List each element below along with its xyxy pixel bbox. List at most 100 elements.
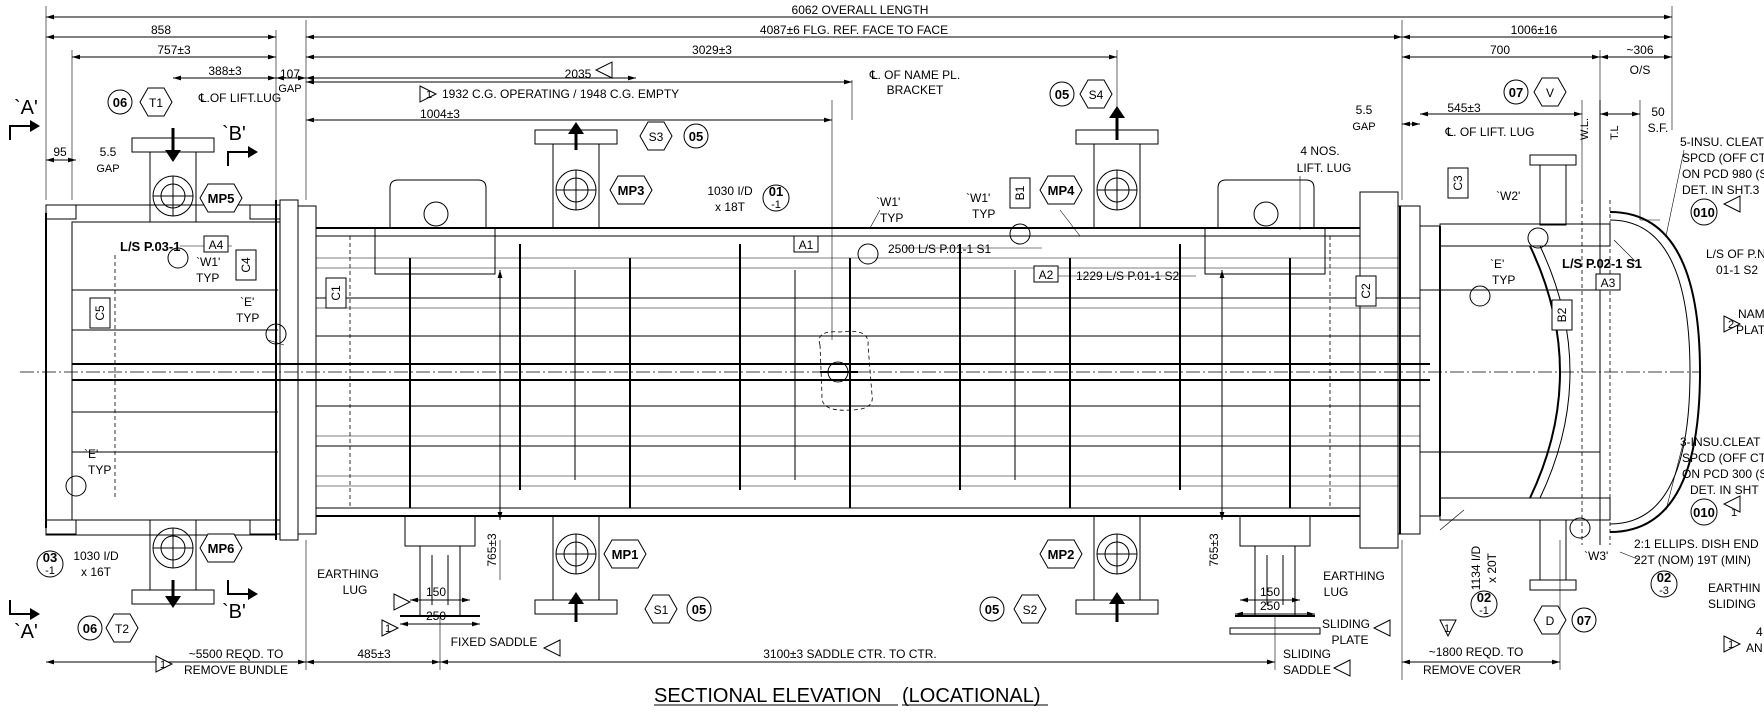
weld-labels: `W1' TYP `W1' TYP `W1' TYP `E' TYP `E' T… — [84, 189, 1608, 563]
svg-text:`W2': `W2' — [1496, 189, 1520, 203]
svg-text:545±3: 545±3 — [1447, 101, 1481, 115]
nozzle-D[interactable] — [1529, 519, 1577, 591]
svg-text:DET. IN SHT.3: DET. IN SHT.3 — [1682, 183, 1760, 197]
svg-text:388±3: 388±3 — [208, 64, 242, 78]
svg-text:MP5: MP5 — [208, 191, 235, 206]
svg-text:MP4: MP4 — [1048, 183, 1076, 198]
svg-text:`B': `B' — [222, 123, 246, 145]
svg-text:W.L.: W.L. — [1579, 118, 1591, 140]
svg-text:5.5: 5.5 — [100, 145, 117, 159]
svg-text:05: 05 — [692, 602, 706, 617]
svg-text:1: 1 — [160, 659, 166, 671]
svg-text:3100±3 SADDLE CTR. TO CTR.: 3100±3 SADDLE CTR. TO CTR. — [763, 647, 937, 661]
svg-text:SLIDING: SLIDING — [1283, 647, 1331, 661]
svg-text:01: 01 — [769, 184, 783, 199]
svg-text:06: 06 — [113, 95, 127, 110]
svg-text:4: 4 — [1756, 625, 1763, 639]
svg-text:150: 150 — [426, 585, 446, 599]
tag-C2: C2 — [1355, 275, 1377, 307]
svg-text:5-INSU. CLEAT: 5-INSU. CLEAT — [1680, 135, 1764, 149]
svg-text:-1: -1 — [45, 565, 55, 577]
svg-text:GAP: GAP — [278, 83, 301, 95]
svg-text:2500 L/S P.01-1 S1: 2500 L/S P.01-1 S1 — [888, 242, 992, 256]
svg-text:1: 1 — [1728, 639, 1734, 651]
svg-text:C3: C3 — [1451, 175, 1465, 191]
nozzle-tag-V: V — [1533, 77, 1567, 107]
svg-text:150: 150 — [1260, 585, 1280, 599]
svg-text:L/S P.03-1: L/S P.03-1 — [120, 239, 180, 254]
svg-text:250: 250 — [426, 609, 446, 623]
svg-text:MP2: MP2 — [1048, 547, 1075, 562]
nozzle-tag-T2: T2 — [105, 613, 139, 643]
svg-text:NAM: NAM — [1738, 307, 1764, 321]
baffles — [409, 244, 1291, 508]
svg-text:S1: S1 — [654, 603, 669, 617]
svg-text:858: 858 — [151, 23, 171, 37]
svg-text:C1: C1 — [329, 285, 343, 301]
svg-text:DET. IN SHT: DET. IN SHT — [1690, 483, 1759, 497]
svg-text:3029±3: 3029±3 — [692, 43, 732, 57]
drawing-title: SECTIONAL ELEVATION (LOCATIONAL) — [654, 685, 1048, 707]
svg-text:MP1: MP1 — [612, 547, 639, 562]
svg-text:A4: A4 — [209, 238, 224, 252]
svg-text:LUG: LUG — [343, 583, 368, 597]
svg-text:C4: C4 — [239, 257, 253, 273]
svg-text:TYP: TYP — [196, 271, 219, 285]
svg-text:MP3: MP3 — [618, 183, 645, 198]
svg-text:02: 02 — [1477, 590, 1491, 605]
tag-C5: C5 — [89, 297, 111, 329]
svg-text:EARTHIN: EARTHIN — [1708, 581, 1760, 595]
manhole-tag-MP5: MP5 — [199, 183, 243, 213]
svg-text:x 16T: x 16T — [81, 565, 112, 579]
svg-text:SLIDING: SLIDING — [1322, 617, 1370, 631]
svg-text:1004±3: 1004±3 — [420, 107, 460, 121]
dimension-lines — [45, 6, 1673, 680]
svg-text:EARTHING: EARTHING — [317, 567, 379, 581]
svg-text:`A': `A' — [14, 97, 38, 119]
nozzle-S4[interactable] — [1075, 129, 1159, 229]
svg-text:LIFT. LUG: LIFT. LUG — [1297, 161, 1352, 175]
svg-text:2:1 ELLIPS. DISH END: 2:1 ELLIPS. DISH END — [1634, 537, 1759, 551]
svg-text:B1: B1 — [1013, 185, 1027, 200]
nozzle-tag-S1: S1 — [644, 594, 678, 624]
svg-text:5.5: 5.5 — [1356, 103, 1373, 117]
nozzle-V[interactable] — [1529, 154, 1577, 226]
svg-text:`W1': `W1' — [966, 191, 990, 205]
svg-text:S2: S2 — [1023, 603, 1038, 617]
svg-text:1: 1 — [1731, 507, 1737, 519]
svg-text:-1: -1 — [1479, 605, 1489, 617]
overall-length: 6062 OVERALL LENGTH — [792, 3, 929, 17]
floating-head-cover — [1359, 100, 1702, 549]
svg-text:TYP: TYP — [1492, 273, 1515, 287]
nozzle-tag-S3: S3 — [639, 121, 673, 151]
svg-text:1030 I/D: 1030 I/D — [707, 184, 753, 198]
svg-text:`W1': `W1' — [876, 195, 900, 209]
svg-text:06: 06 — [83, 621, 97, 636]
svg-text:07: 07 — [1577, 613, 1591, 628]
revision-flags: 1 1 2 1 1 1 1 — [155, 61, 1742, 677]
dimension-text: 6062 OVERALL LENGTH 4087±6 FLG. REF. FAC… — [53, 3, 1764, 677]
svg-text:x 20T: x 20T — [1485, 552, 1499, 583]
svg-text:-3: -3 — [1659, 585, 1669, 597]
svg-text:`E': `E' — [1490, 257, 1504, 271]
flow-arrows — [165, 106, 1125, 622]
svg-text:`W1': `W1' — [196, 255, 220, 269]
svg-text:010: 010 — [1693, 505, 1715, 520]
nozzle-tag-S2: S2 — [1013, 594, 1047, 624]
svg-text:TYP: TYP — [88, 463, 111, 477]
manhole-tag-MP2: MP2 — [1039, 539, 1083, 569]
svg-text:010: 010 — [1693, 205, 1715, 220]
svg-text:2: 2 — [1728, 319, 1734, 331]
nozzle-tag-T1: T1 — [139, 87, 173, 117]
svg-text:107: 107 — [280, 67, 300, 81]
svg-text:AN: AN — [1746, 641, 1763, 655]
tag-A2: A2 — [1033, 265, 1059, 283]
svg-text:SLIDING: SLIDING — [1708, 597, 1756, 611]
svg-text:PLAT: PLAT — [1736, 323, 1764, 337]
svg-text:03: 03 — [43, 550, 57, 565]
svg-text:757±3: 757±3 — [157, 43, 191, 57]
note-circles: 06 06 05 05 05 05 07 07 01 -1 02 -1 02 -… — [36, 79, 1718, 641]
tag-A1: A1 — [793, 235, 819, 253]
svg-text:1932 C.G. OPERATING / 1948 C.G: 1932 C.G. OPERATING / 1948 C.G. EMPTY — [442, 87, 679, 101]
